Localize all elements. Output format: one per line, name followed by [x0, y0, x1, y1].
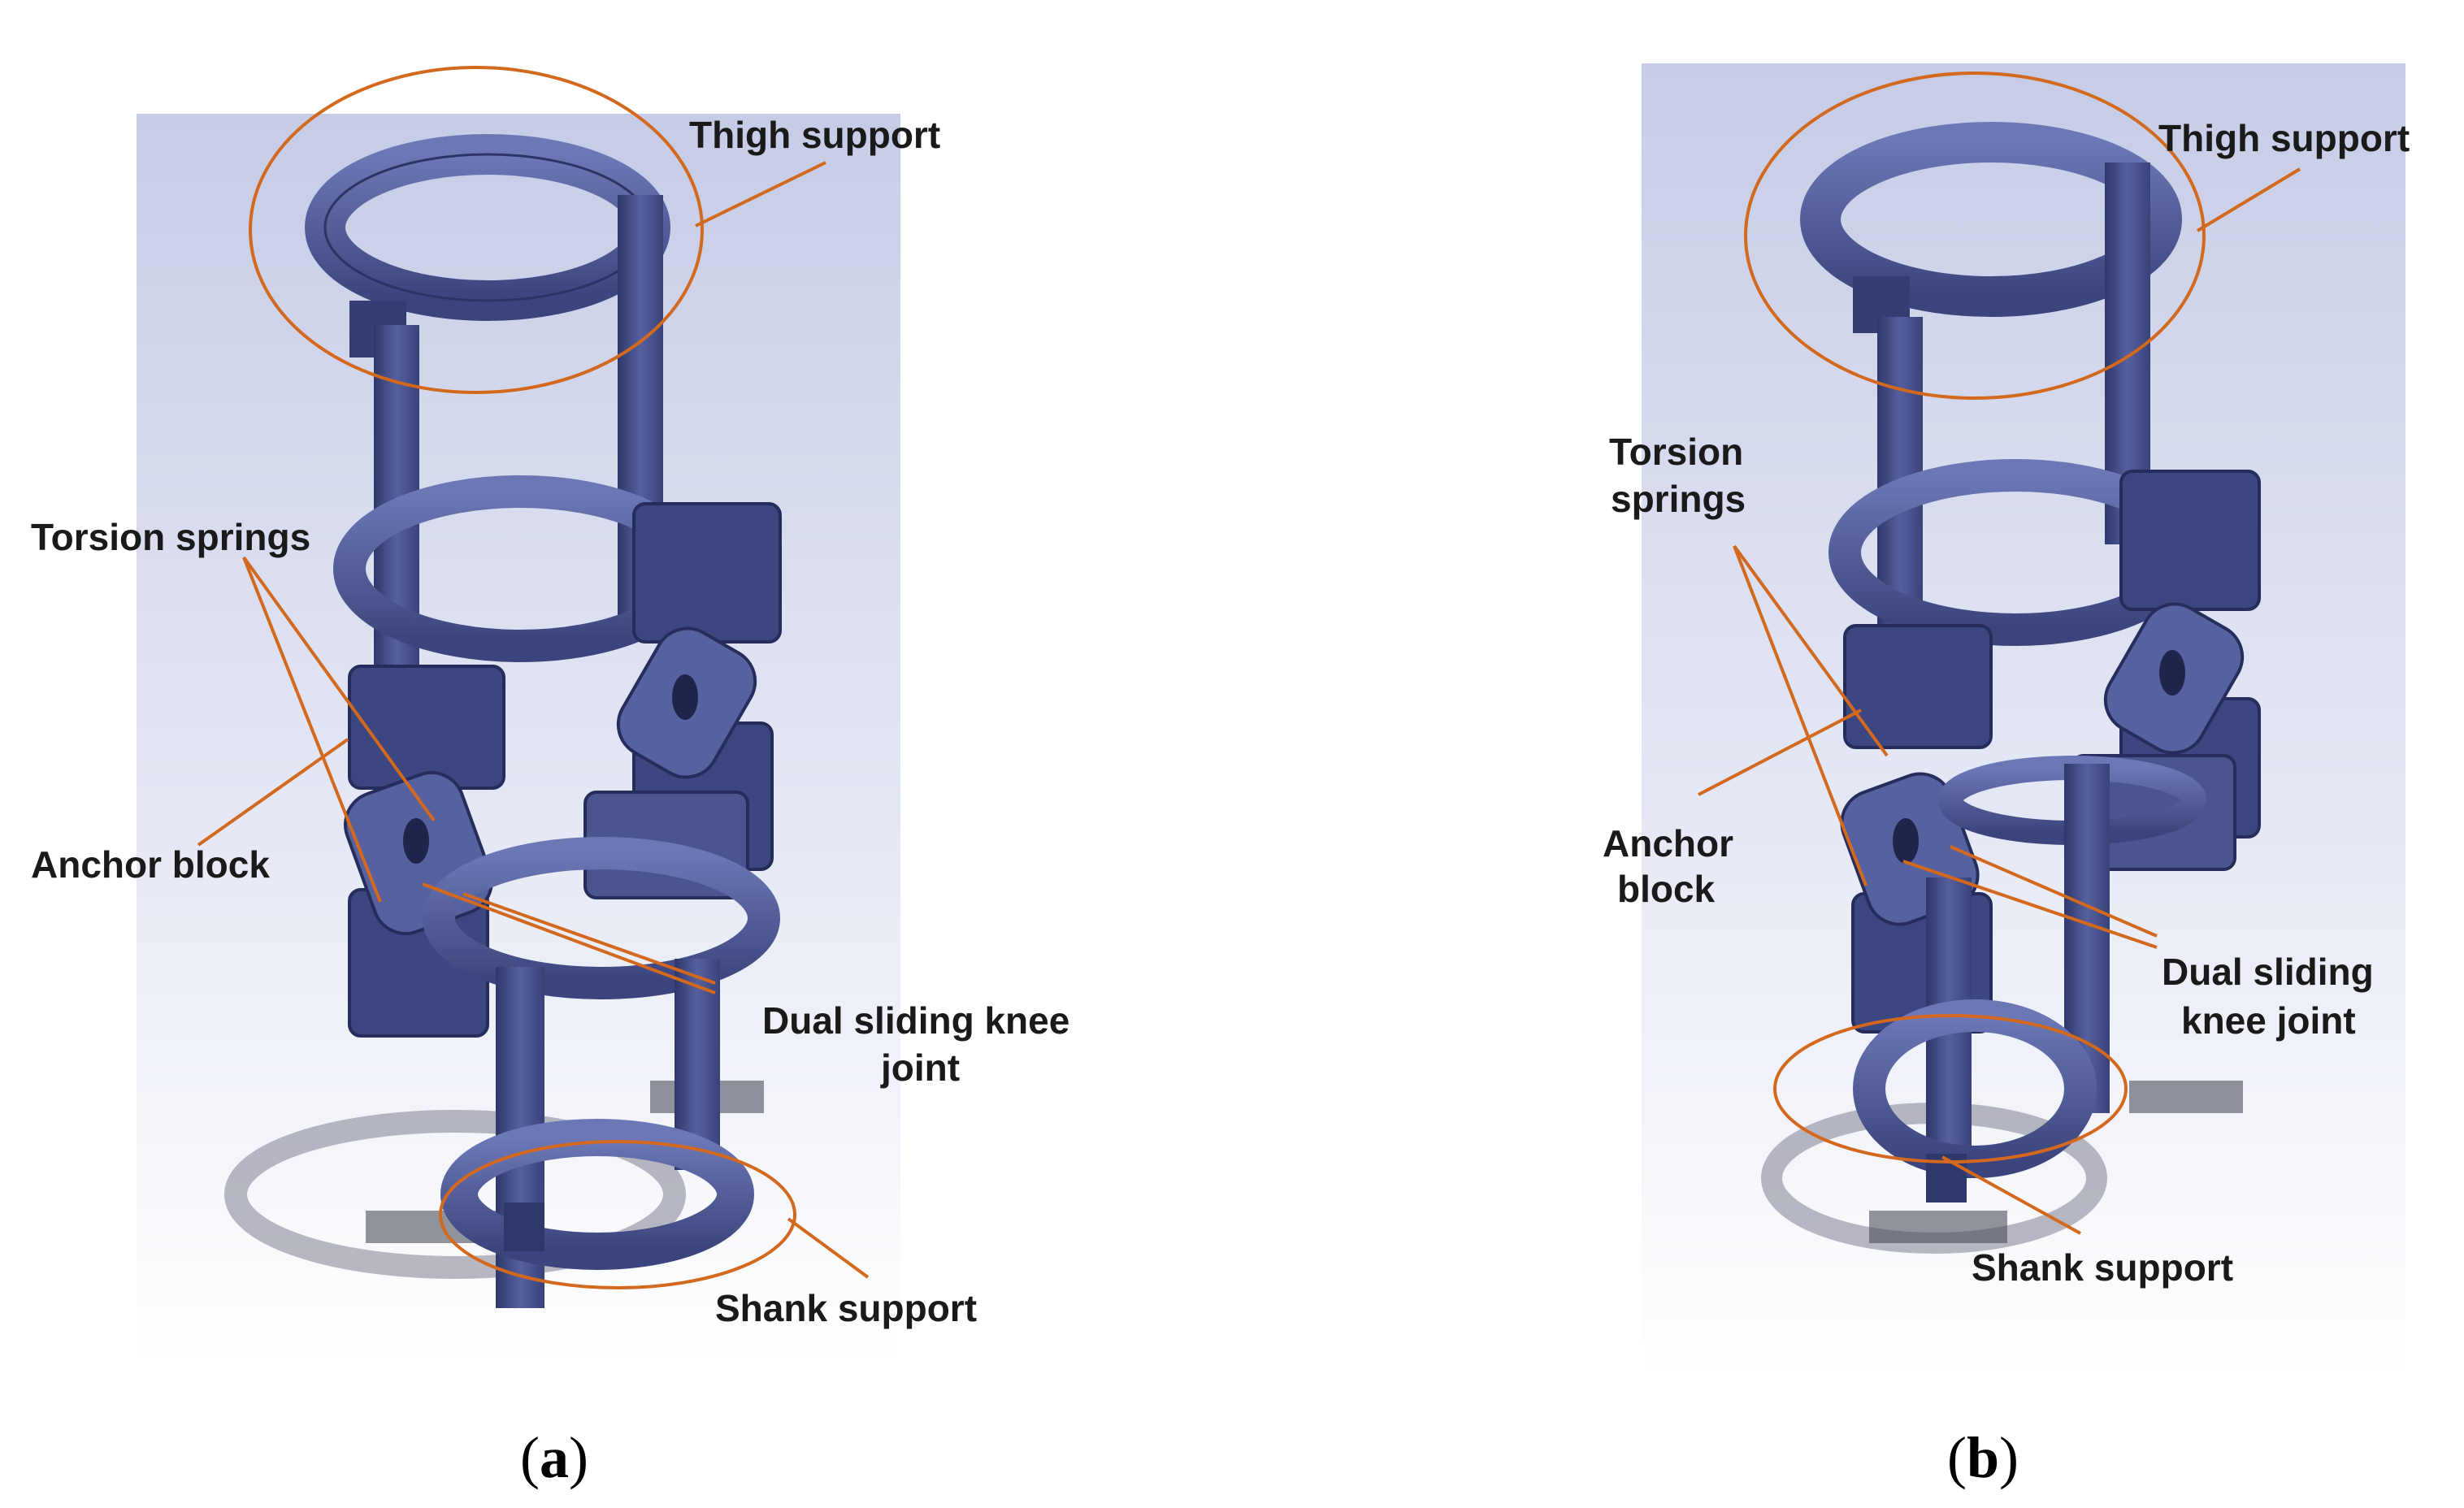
render-background	[1642, 63, 2405, 1380]
panel-a: Thigh support Torsion springs Anchor blo…	[31, 66, 1069, 1490]
label-thigh-support: Thigh support	[689, 114, 940, 156]
floor-shadow	[224, 1081, 764, 1279]
label-anchor-line1: Anchor	[1603, 822, 1733, 864]
label-thigh-support: Thigh support	[2158, 117, 2410, 159]
labels-b: Thigh support Torsion springs Anchor blo…	[1603, 117, 2410, 1289]
label-torsion-line1: Torsion	[1609, 431, 1743, 473]
label-dual-sliding-line2: joint	[880, 1046, 960, 1089]
thigh-support-circle	[1744, 72, 2206, 400]
shank-assembly	[423, 837, 780, 1308]
caption-a: (a)	[520, 1425, 588, 1490]
label-dual-line1: Dual sliding	[2162, 951, 2374, 993]
floor-shadow	[1761, 1081, 2243, 1254]
label-shank-support: Shank support	[715, 1287, 977, 1329]
label-anchor-block: Anchor block	[31, 843, 270, 886]
label-dual-sliding-line1: Dual sliding knee	[762, 999, 1069, 1042]
label-torsion-springs: Torsion springs	[31, 516, 310, 558]
labels-a: Thigh support Torsion springs Anchor blo…	[31, 114, 1069, 1329]
panel-b: Thigh support Torsion springs Anchor blo…	[1603, 63, 2410, 1490]
caption-b: (b)	[1947, 1425, 2019, 1490]
label-anchor-line2: block	[1617, 868, 1716, 910]
label-dual-line2: knee joint	[2181, 999, 2356, 1042]
label-torsion-line2: springs	[1611, 478, 1746, 520]
label-shank-support: Shank support	[1972, 1246, 2233, 1289]
callouts-b	[1698, 72, 2301, 1235]
callouts-a	[197, 66, 870, 1289]
thigh-support-circle	[249, 66, 704, 394]
shank-support-circle	[439, 1140, 796, 1289]
